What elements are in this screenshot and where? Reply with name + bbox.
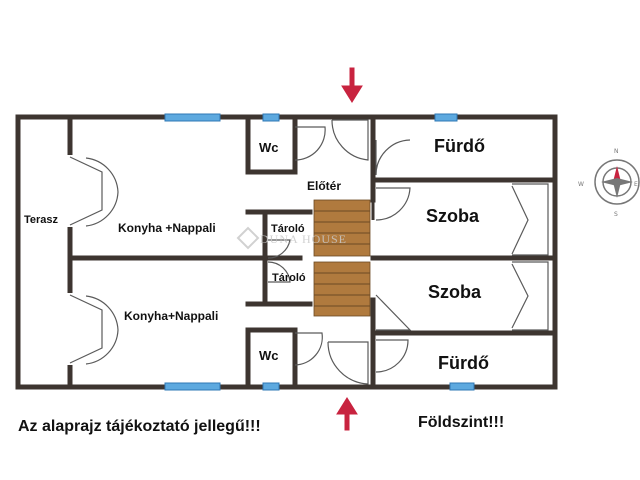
compass-rose: N S W E [578, 148, 640, 218]
watermark-text: DUNA HOUSE [260, 232, 347, 246]
entrance-arrow-top [341, 67, 363, 103]
room-label-bedroom-bottom: Szoba [428, 282, 482, 302]
room-label-bathroom-bottom: Fürdő [438, 353, 489, 373]
window-bottom-kitchen [164, 382, 221, 391]
room-label-terrace: Terasz [24, 214, 59, 226]
room-label-wc-top: Wc [259, 140, 279, 155]
room-label-storage-top: Tároló [271, 223, 305, 235]
window-top-bath [434, 113, 458, 122]
stairs-lower [313, 261, 371, 317]
compass-north: N [614, 148, 619, 155]
interior-walls [245, 114, 558, 390]
disclaimer-note: Az alaprajz tájékoztató jellegű!!! [18, 418, 261, 435]
room-label-wc-bottom: Wc [259, 348, 279, 363]
room-label-bathroom-top: Fürdő [434, 136, 485, 156]
room-label-storage-bottom: Tároló [272, 272, 306, 284]
entrance-arrow-bottom [336, 397, 358, 431]
floor-note: Földszint!!! [418, 414, 504, 431]
compass-south: S [614, 211, 618, 218]
doors [66, 119, 549, 385]
window-bottom-wc [262, 382, 280, 391]
compass-west: W [578, 181, 584, 188]
room-label-kitchen-living-bottom: Konyha+Nappali [124, 309, 218, 323]
window-top-kitchen [164, 113, 221, 122]
room-label-bedroom-top: Szoba [426, 206, 480, 226]
window-bottom-bath [449, 382, 475, 391]
compass-east: E [634, 181, 638, 188]
windows [164, 113, 475, 391]
window-top-wc [262, 113, 280, 122]
watermark-logo: DUNA HOUSE [236, 226, 347, 250]
room-label-kitchen-living-top: Konyha +Nappali [118, 221, 216, 235]
room-label-hall: Előtér [307, 179, 341, 193]
stairs-upper [313, 199, 371, 257]
